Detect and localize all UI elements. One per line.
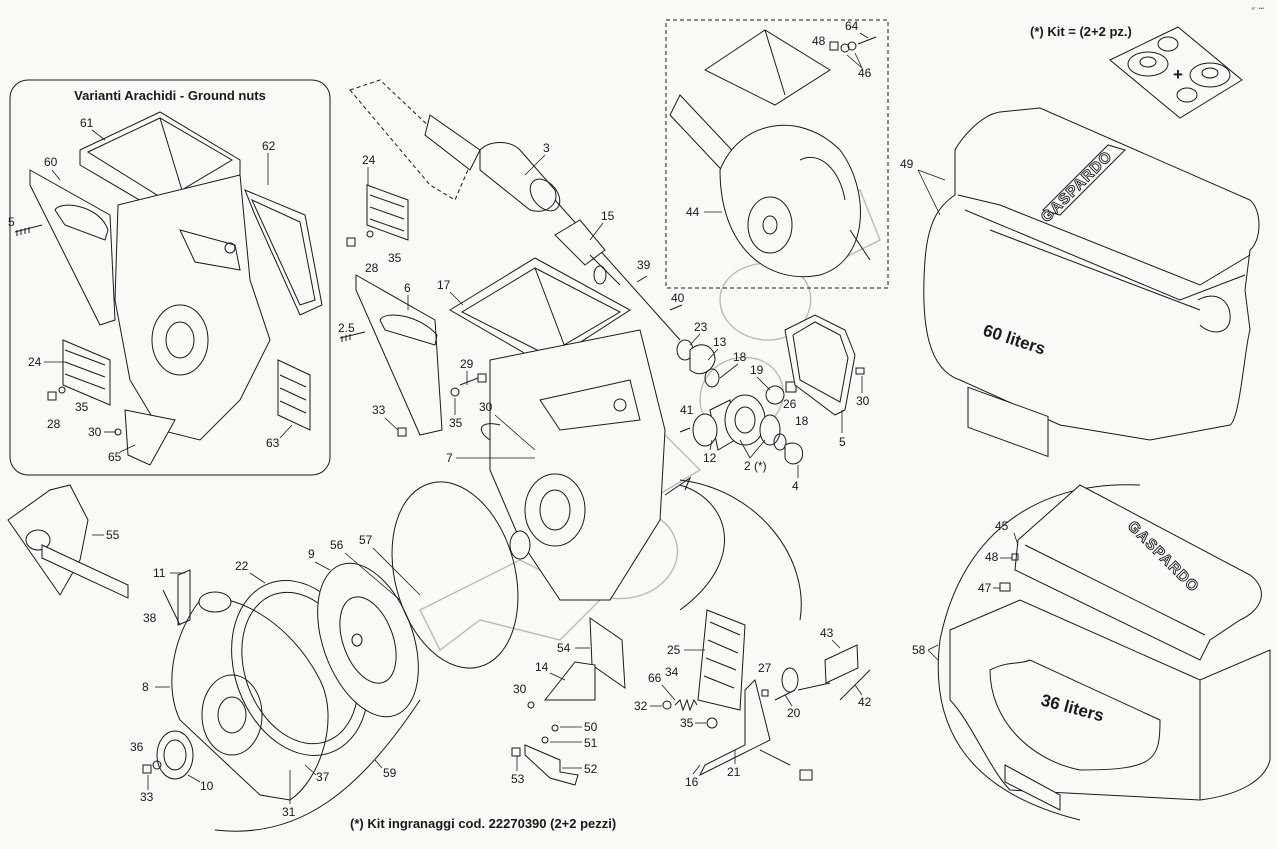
callout-30c: 30	[513, 682, 527, 696]
kit-note: (*) Kit = (2+2 pz.)	[1030, 24, 1132, 39]
callout-38: 38	[143, 611, 157, 625]
callout-35: 35	[388, 251, 402, 265]
callout-49: 49	[900, 157, 914, 171]
callout-31: 31	[282, 805, 296, 819]
callout-54: 54	[557, 641, 571, 655]
callout-62: 62	[262, 139, 276, 153]
callout-56: 56	[330, 538, 344, 552]
callout-8: 8	[142, 680, 149, 694]
callout-44: 44	[686, 205, 700, 219]
callout-9: 9	[308, 547, 315, 561]
callout-52: 52	[584, 762, 598, 776]
callout-21: 21	[727, 765, 741, 779]
callout-16: 16	[685, 775, 699, 789]
callout-41: 41	[680, 403, 694, 417]
callout-30b: 30	[479, 400, 493, 414]
main-assembly: 3 15 39 24 35 28 6 2.5 17 40 23 13 18 19…	[338, 79, 870, 601]
callout-29: 29	[460, 357, 474, 371]
callout-4: 4	[792, 479, 799, 493]
callout-43: 43	[820, 626, 834, 640]
callout-46: 46	[858, 66, 872, 80]
callout-48: 48	[812, 34, 826, 48]
callout-11: 11	[153, 566, 166, 580]
callout-13: 13	[713, 335, 727, 349]
callout-24: 24	[28, 355, 42, 369]
top-assembly-box: 64 48 46 44	[665, 19, 889, 289]
callout-7: 7	[446, 451, 453, 465]
callout-42: 42	[858, 695, 872, 709]
callout-27: 27	[758, 661, 772, 675]
callout-28: 28	[365, 261, 379, 275]
callout-63: 63	[266, 436, 280, 450]
callout-18: 18	[733, 350, 747, 364]
hopper-60-liters: GASPARDO 60 liters 49	[900, 107, 1260, 458]
lower-left-assembly: 55 11 22 9 56 57 38 8	[7, 481, 519, 832]
callout-34: 34	[665, 665, 679, 679]
callout-12: 12	[703, 451, 717, 465]
inset-groundnuts: Varianti Arachidi - Ground nuts 5 61	[8, 79, 331, 476]
callout-18b: 18	[795, 414, 809, 428]
callout-19: 19	[750, 363, 764, 377]
callout-65: 65	[108, 450, 122, 464]
callout-35: 35	[75, 400, 89, 414]
footer-kit-note: (*) Kit ingranaggi cod. 22270390 (2+2 pe…	[350, 816, 616, 831]
callout-10: 10	[200, 779, 214, 793]
callout-50: 50	[584, 720, 598, 734]
callout-20: 20	[787, 706, 801, 720]
callout-23: 23	[694, 320, 708, 334]
callout-45: 45	[995, 519, 1009, 533]
callout-39: 39	[637, 258, 651, 272]
callout-26: 26	[783, 397, 797, 411]
kit-gears: (*) Kit = (2+2 pz.) +	[1030, 24, 1243, 119]
callout-36: 36	[130, 740, 144, 754]
callout-15: 15	[601, 209, 615, 223]
callout-17: 17	[437, 278, 451, 292]
callout-35c: 35	[680, 716, 694, 730]
callout-53: 53	[511, 772, 525, 786]
callout-24: 24	[362, 153, 376, 167]
callout-61: 61	[80, 116, 94, 130]
callout-5: 5	[839, 435, 846, 449]
main-callouts: 3 15 39 24 35 28 6 2.5 17 40 23 13 18 19…	[338, 141, 870, 493]
callout-47: 47	[978, 581, 992, 595]
callout-60: 60	[44, 155, 58, 169]
callout-35b: 35	[449, 416, 463, 430]
callout-55: 55	[106, 528, 120, 542]
callout-30: 30	[88, 425, 102, 439]
scale-mark: 5	[8, 215, 15, 229]
callout-33: 33	[372, 403, 386, 417]
callout-66: 66	[648, 671, 662, 685]
callout-2.5: 2.5	[338, 321, 355, 335]
callout-30: 30	[856, 394, 870, 408]
callout-3: 3	[543, 141, 550, 155]
callout-37: 37	[316, 770, 330, 784]
callout-64: 64	[845, 19, 859, 33]
kit-plus-sign: +	[1173, 65, 1183, 84]
callout-22: 22	[235, 559, 249, 573]
callout-32: 32	[634, 699, 648, 713]
lower-right-parts: 54 14 30 50 51 52 53 25 66 34 32 35 27 4…	[511, 476, 872, 789]
inset-title: Varianti Arachidi - Ground nuts	[74, 88, 266, 103]
callout-14: 14	[535, 660, 549, 674]
callout-40: 40	[671, 291, 685, 305]
callout-59: 59	[383, 766, 397, 780]
callout-28: 28	[47, 417, 61, 431]
callout-33c: 33	[140, 790, 154, 804]
hopper-36-liters: GASPARDO 36 liters 45 48 47 58	[912, 484, 1271, 821]
inset-callouts: 61 62 60 24 35 28 30 65 63	[28, 116, 293, 464]
callout-51: 51	[584, 736, 598, 750]
callout-25: 25	[667, 643, 681, 657]
callout-2-kit: 2 (*)	[744, 459, 767, 473]
callout-57: 57	[359, 533, 373, 547]
inset-frame	[9, 79, 331, 476]
callout-48: 48	[985, 550, 999, 564]
callout-6: 6	[404, 281, 411, 295]
callout-58: 58	[912, 643, 926, 657]
corner-mark: e⁻ •••	[1252, 6, 1264, 12]
